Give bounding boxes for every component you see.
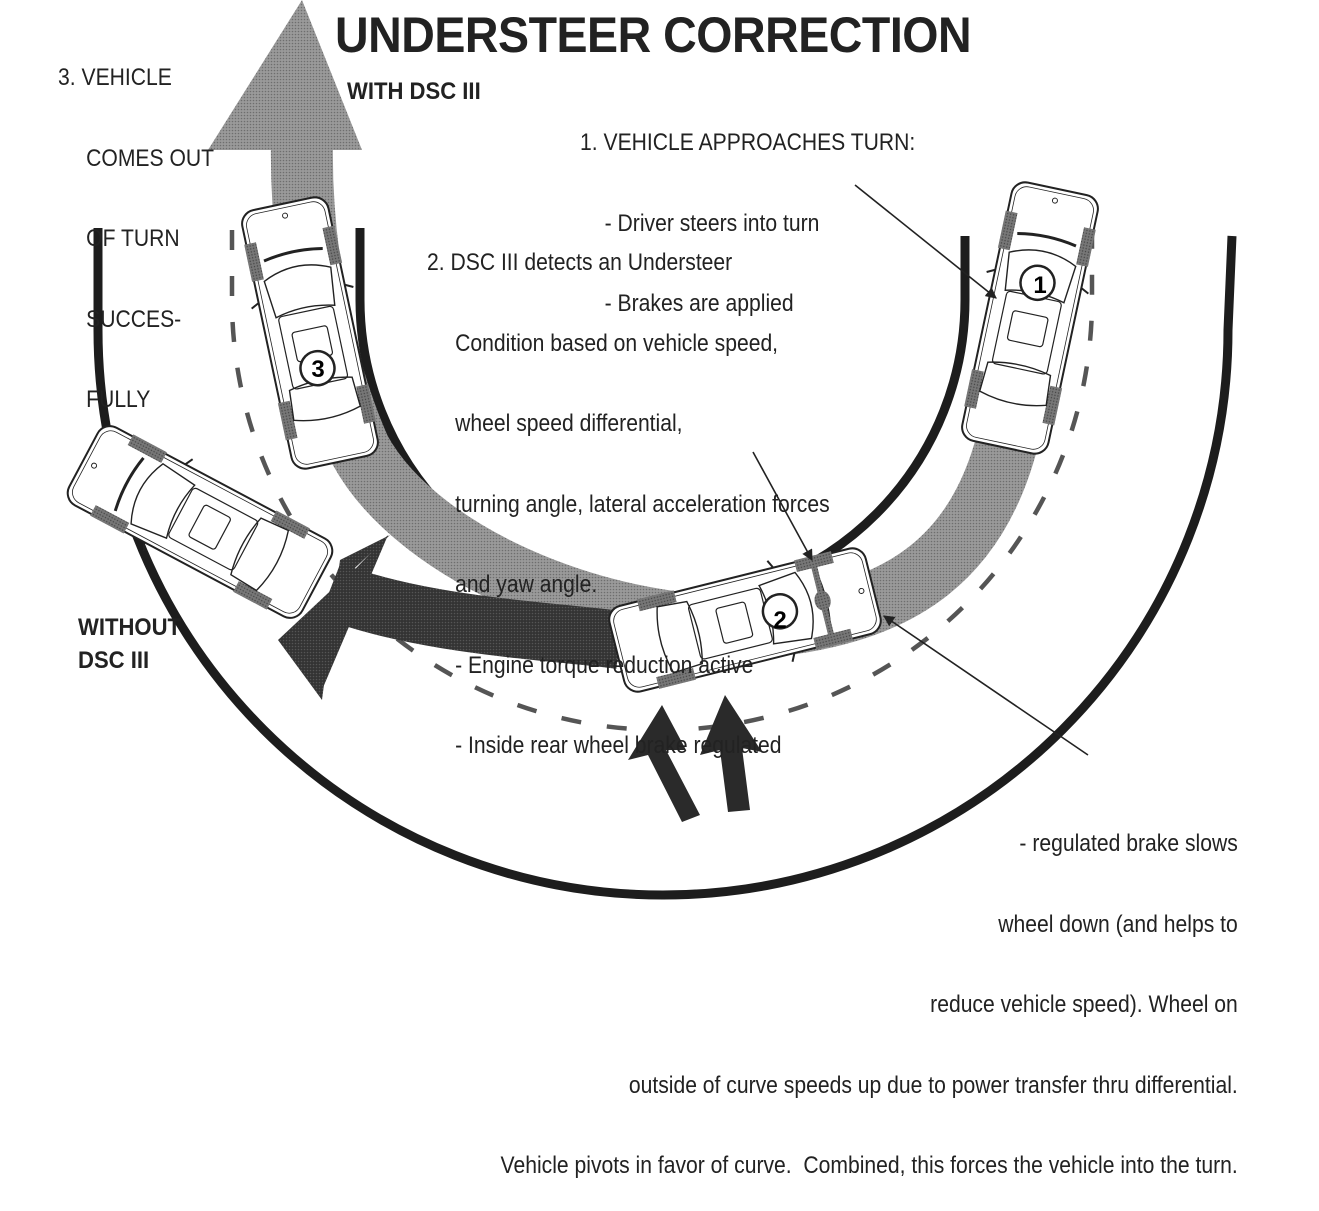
without-dsc-arrowhead-tip [282, 535, 388, 690]
leader-step1 [854, 184, 997, 299]
step1-bullet: - Brakes are applied [604, 290, 794, 317]
step2-line: Condition based on vehicle speed, [455, 329, 779, 357]
step2-line: - Inside rear wheel brake regulated [455, 732, 782, 759]
without-dsc-label-line1: WITHOUT [78, 614, 182, 641]
diagram-canvas: 1 2 3 [57, 0, 1237, 900]
step1-heading: 1. VEHICLE APPROACHES TURN: [580, 129, 916, 156]
diagram-title: UNDERSTEER CORRECTION [335, 7, 972, 63]
step3-line: SUCCES- [86, 305, 182, 333]
without-dsc-label-line2: DSC III [78, 647, 150, 674]
brake-note-line: Vehicle pivots in favor of curve. Combin… [500, 1152, 1238, 1179]
step2-text: 2. DSC III detects an Understeer Conditi… [427, 203, 830, 791]
step3-line: COMES OUT [86, 144, 215, 172]
vehicle-1-badge-circle [1019, 264, 1056, 302]
step3-line: 3. VEHICLE [58, 64, 172, 91]
vehicle-1 [950, 176, 1110, 460]
step2-line: wheel speed differential, [455, 410, 683, 437]
leader-step2 [752, 451, 813, 561]
step1-bullet: - Driver steers into turn [604, 209, 820, 237]
step2-line: - Engine torque reduction active [455, 651, 754, 679]
vehicle-3-badge-circle [299, 349, 336, 387]
without-dsc-path-arrow-body [319, 562, 624, 669]
side-force-arrow-right [700, 695, 762, 812]
vehicle-2 [602, 536, 888, 704]
leader-brake-note [883, 615, 1089, 756]
step3-text: 3. VEHICLE COMES OUT OF TURN SUCCES- FUL… [58, 18, 214, 445]
vehicle-3-badge: 3 [311, 356, 324, 383]
side-force-arrow-left [628, 705, 700, 822]
step3-line: FULLY [86, 386, 151, 413]
brake-note-text: - regulated brake slows wheel down (and … [501, 784, 1238, 1211]
vehicle-3 [230, 191, 390, 475]
vehicle-1-badge: 1 [1033, 272, 1046, 299]
brake-note-line: outside of curve speeds up due to power … [629, 1071, 1238, 1099]
road-outer-edge [93, 228, 1237, 900]
vehicle-2-badge: 2 [773, 607, 786, 634]
brake-note-line: reduce vehicle speed). Wheel on [930, 991, 1238, 1018]
step1-text: 1. VEHICLE APPROACHES TURN: - Driver ste… [580, 83, 915, 349]
with-dsc-arrowhead [208, 0, 362, 150]
brake-note-line: - regulated brake slows [1019, 830, 1238, 857]
step2-line: 2. DSC III detects an Understeer [427, 249, 733, 276]
brake-note-line: wheel down (and helps to [998, 910, 1238, 938]
with-dsc-label: WITH DSC III [347, 78, 481, 105]
vehicle-2-badge-circle [761, 593, 799, 630]
step3-line: OF TURN [86, 225, 180, 252]
step2-line: and yaw angle. [455, 571, 598, 598]
step2-line: turning angle, lateral acceleration forc… [455, 490, 830, 518]
